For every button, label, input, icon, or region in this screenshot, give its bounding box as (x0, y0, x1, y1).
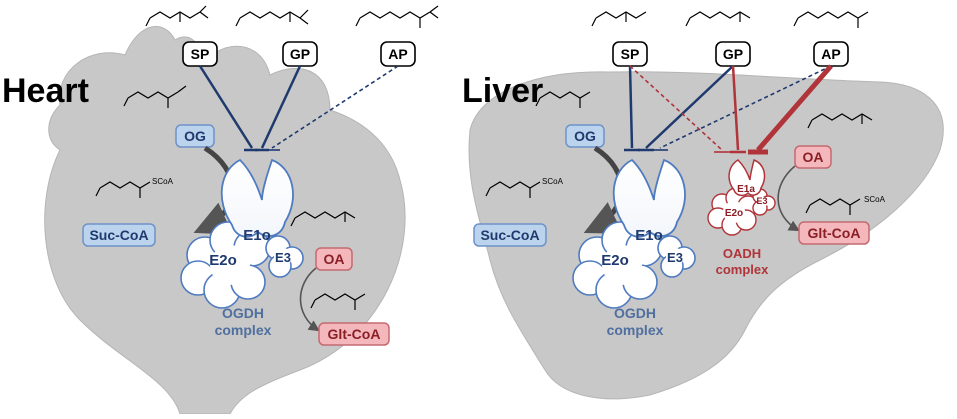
svg-text:E3: E3 (275, 250, 291, 265)
heart-oa-box: OA (315, 247, 353, 271)
heart-og-structure (123, 85, 187, 108)
liver-e1o-shape (612, 158, 686, 238)
liver-panel: Liver SP GP AP (462, 11, 944, 400)
liver-ap-box: AP (813, 41, 849, 67)
liver-oa-box: OA (794, 145, 832, 169)
liver-e3-cloud (657, 235, 696, 278)
liver-succoa-structure (485, 181, 541, 198)
liver-oadh-name-2: complex (716, 262, 770, 277)
svg-text:Suc-CoA: Suc-CoA (89, 227, 148, 243)
svg-text:AP: AP (821, 46, 840, 62)
liver-ogdh-inhibition-lines (624, 65, 832, 152)
svg-text:Suc-CoA: Suc-CoA (480, 227, 539, 243)
liver-oadh-complex: E1a E2o E3 OADH complex (707, 158, 776, 277)
heart-og-box: OG (175, 124, 215, 148)
heart-gp-box: GP (282, 41, 318, 67)
liver-oa-structure (807, 113, 873, 129)
svg-text:OA: OA (803, 149, 824, 165)
svg-text:E2o: E2o (601, 252, 629, 269)
heart-ap-box: AP (380, 41, 416, 67)
liver-title: Liver (462, 72, 543, 110)
heart-ogdh-complex: E1o E2o E3 OGDH complex (180, 158, 304, 338)
heart-gp-structure (235, 9, 309, 27)
liver-gp-structure (685, 11, 751, 27)
heart-e3-cloud (265, 235, 304, 278)
svg-text:AP: AP (388, 46, 407, 62)
heart-panel: Heart SP GP AP (2, 5, 439, 415)
liver-gltcoa-box: Glt-CoA (798, 221, 870, 245)
svg-text:OG: OG (574, 128, 596, 144)
liver-gp-box: GP (715, 41, 751, 67)
heart-scoa-label: SCoA (152, 177, 174, 186)
svg-text:E2o: E2o (725, 208, 743, 219)
liver-sp-structure (591, 11, 647, 27)
liver-scoa-label-right: SCoA (864, 195, 886, 204)
heart-succoa-structure (95, 181, 151, 198)
heart-e1o-shape (220, 158, 294, 238)
heart-ap-structure (355, 5, 439, 28)
heart-gltcoa-box: Glt-CoA (318, 322, 390, 346)
liver-e2o-cloud (572, 221, 663, 309)
svg-text:E3: E3 (667, 250, 683, 265)
liver-scoa-label-left: SCoA (542, 177, 564, 186)
liver-oadh-e3-cloud (752, 188, 776, 216)
liver-og-box: OG (565, 124, 605, 148)
svg-text:SP: SP (621, 46, 640, 62)
liver-ogdh-name-1: OGDH (614, 305, 656, 321)
svg-text:E3: E3 (756, 196, 767, 206)
heart-gltcoa-structure (310, 293, 366, 310)
liver-sp-box: SP (612, 41, 648, 67)
svg-text:E2o: E2o (209, 252, 237, 269)
heart-ogdh-name-1: OGDH (222, 305, 264, 321)
heart-silhouette (44, 26, 406, 415)
heart-succoa-box: Suc-CoA (82, 223, 156, 247)
svg-text:E1a: E1a (737, 184, 755, 195)
svg-text:E1o: E1o (635, 227, 663, 244)
svg-text:SP: SP (191, 46, 210, 62)
svg-text:OG: OG (184, 128, 206, 144)
svg-text:GP: GP (290, 46, 310, 62)
liver-succoa-box: Suc-CoA (473, 223, 547, 247)
liver-ogdh-complex: E1o E2o E3 OGDH complex (572, 158, 696, 338)
svg-text:Glt-CoA: Glt-CoA (808, 225, 861, 241)
liver-og-structure (535, 91, 591, 108)
heart-sp-box: SP (182, 41, 218, 67)
liver-oa-to-gltcoa-arrow (777, 165, 800, 232)
svg-text:E1o: E1o (243, 227, 271, 244)
liver-gltcoa-structure (805, 198, 861, 215)
heart-sp-structure (145, 5, 209, 27)
heart-e2o-cloud (180, 221, 271, 309)
liver-oadh-inhibition-lines (629, 64, 833, 155)
liver-e1a-shape (728, 158, 766, 197)
heart-oa-to-gltcoa-arrow (299, 267, 320, 332)
heart-inhibition-lines (198, 65, 399, 152)
svg-text:GP: GP (723, 46, 743, 62)
svg-text:OA: OA (324, 251, 345, 267)
svg-text:Glt-CoA: Glt-CoA (328, 326, 381, 342)
heart-ogdh-name-2: complex (215, 322, 272, 338)
liver-ap-structure (793, 11, 869, 28)
heart-oa-structure (290, 211, 356, 227)
liver-oadh-name-1: OADH (723, 246, 761, 261)
heart-title: Heart (2, 72, 89, 110)
liver-ogdh-name-2: complex (607, 322, 664, 338)
